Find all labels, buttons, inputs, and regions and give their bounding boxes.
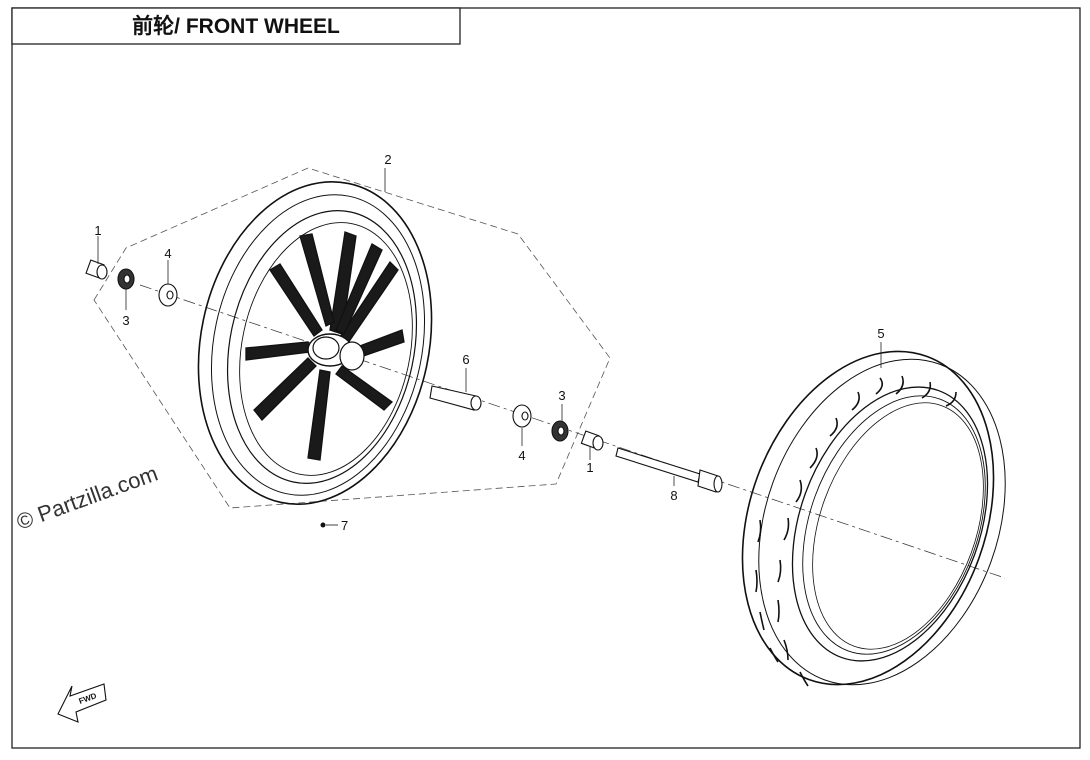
rim-spokes: [245, 231, 405, 461]
tire-tread: [755, 375, 957, 687]
callout-1-left: 1: [94, 223, 101, 238]
front-axle-part8: [615, 447, 723, 493]
valve-part7: [320, 522, 338, 528]
left-spacer-part1: [85, 259, 108, 280]
left-bearing-part3: [117, 268, 135, 290]
callout-3-right: 3: [558, 388, 565, 403]
right-bearing-part3: [551, 420, 569, 442]
callouts: 1 3 4 2 6 3 4 1 8 5 7: [94, 152, 884, 533]
wheel-assembly-outline: [93, 167, 611, 509]
axle-sleeve-part6: [429, 385, 482, 411]
right-collar-part4: [512, 404, 532, 428]
axle-centerline: [139, 284, 1006, 579]
callout-5: 5: [877, 326, 884, 341]
right-spacer-part1: [580, 430, 604, 451]
callout-4-left: 4: [164, 246, 171, 261]
title-box: 前轮/ FRONT WHEEL: [11, 7, 461, 45]
front-tire-part5: [741, 350, 1006, 687]
diagram-frame: [11, 7, 1081, 749]
left-collar-part4: [158, 283, 178, 307]
front-wheel-rim: [197, 181, 433, 505]
fwd-arrow-icon: FWD: [57, 683, 107, 723]
leader-lines: [97, 168, 882, 486]
callout-3-left: 3: [122, 313, 129, 328]
callout-6: 6: [462, 352, 469, 367]
callout-2: 2: [384, 152, 391, 167]
partzilla-watermark: © Partzilla.com: [13, 461, 161, 535]
callout-4-right: 4: [518, 448, 525, 463]
callout-1-right: 1: [586, 460, 593, 475]
callout-8: 8: [670, 488, 677, 503]
diagram-title: 前轮/ FRONT WHEEL: [132, 14, 340, 38]
callout-7: 7: [341, 518, 348, 533]
